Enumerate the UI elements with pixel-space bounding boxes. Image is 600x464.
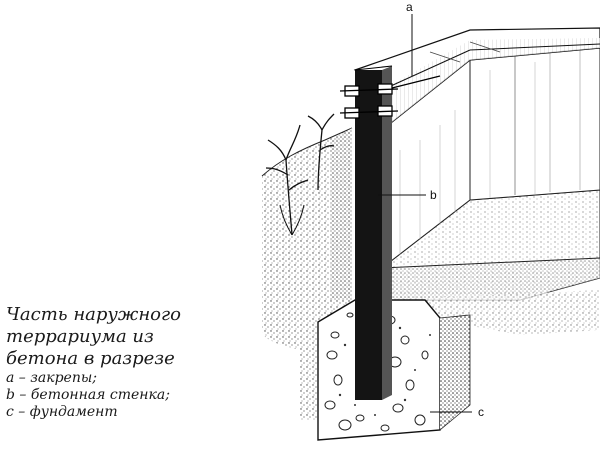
callout-b: b <box>378 188 437 202</box>
caption-line-2: террариума из <box>6 326 154 347</box>
foundation-block <box>317 299 471 441</box>
legend-item-c: c – фундамент <box>6 404 118 420</box>
callout-c: c <box>430 405 484 419</box>
callout-b-label: b <box>430 188 437 202</box>
caption-line-1: Часть наружного <box>6 304 181 325</box>
figure-caption: Часть наружного террариума из бетона в р… <box>6 304 221 421</box>
slab-bed <box>382 290 600 335</box>
legend-item-b: b – бетонная стенка; <box>6 387 170 403</box>
caption-line-3: бетона в разрезе <box>6 348 175 369</box>
callout-c-label: c <box>478 405 484 419</box>
callout-a: a <box>406 0 413 76</box>
callout-a-label: a <box>406 0 413 14</box>
wall-clamps <box>339 75 441 119</box>
legend-item-a: a – закрепы; <box>6 370 97 386</box>
plant-icon <box>265 113 335 236</box>
concrete-wall <box>354 65 393 400</box>
